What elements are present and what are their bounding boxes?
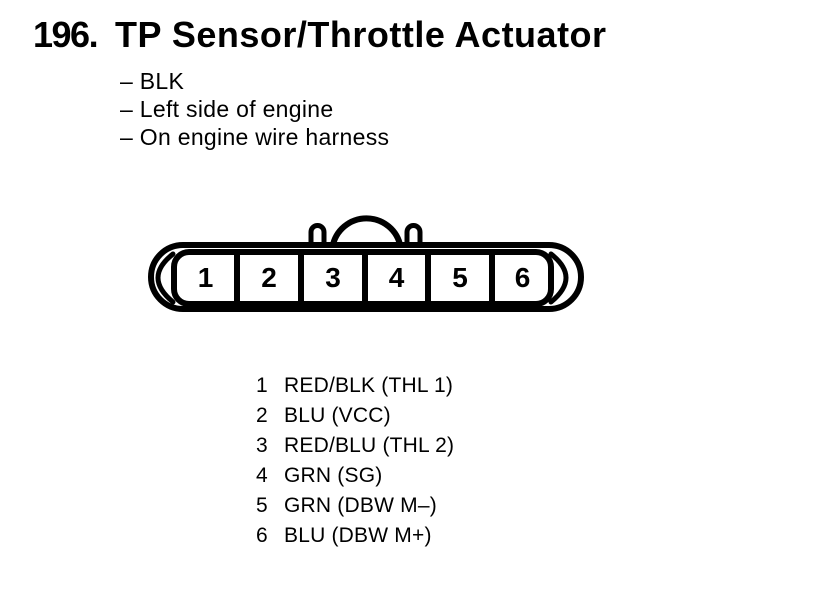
cavity-number-6: 6	[515, 262, 531, 293]
pin-label: BLU (VCC)	[284, 404, 391, 427]
pin-label: RED/BLU (THL 2)	[284, 434, 455, 457]
pin-row: 6 BLU (DBW M+)	[256, 521, 454, 551]
connector-diagram: 1 2 3 4 5 6	[140, 200, 600, 325]
pin-label: BLU (DBW M+)	[284, 524, 432, 547]
cavity-number-4: 4	[389, 262, 405, 293]
pin-number: 3	[256, 434, 268, 457]
figure-header: 196. TP Sensor/Throttle Actuator	[33, 13, 607, 56]
cavity-number-2: 2	[261, 262, 277, 293]
cavity-number-1: 1	[198, 262, 214, 293]
pin-number: 6	[256, 524, 268, 547]
pin-row: 5 GRN (DBW M–)	[256, 491, 454, 521]
pin-row: 1 RED/BLK (THL 1)	[256, 371, 454, 401]
figure-number: 196.	[33, 14, 99, 55]
location-notes: – BLK – Left side of engine – On engine …	[120, 67, 389, 151]
figure-title: TP Sensor/Throttle Actuator	[115, 14, 607, 55]
note-line: – BLK	[120, 68, 185, 94]
pin-row: 3 RED/BLU (THL 2)	[256, 431, 454, 461]
pin-row: 4 GRN (SG)	[256, 461, 454, 491]
cavity-number-3: 3	[325, 262, 341, 293]
connector-svg: 1 2 3 4 5 6	[148, 215, 584, 312]
connector-lock-arch-icon	[329, 215, 404, 248]
pin-number: 4	[256, 464, 268, 487]
connector-end-arc-right-icon	[548, 251, 569, 305]
pin-label: RED/BLK (THL 1)	[284, 374, 454, 397]
note-line: – Left side of engine	[120, 96, 334, 122]
cavity-number-5: 5	[452, 262, 468, 293]
pin-number: 5	[256, 494, 268, 517]
pin-list: 1 RED/BLK (THL 1) 2 BLU (VCC) 3 RED/BLU …	[256, 371, 454, 551]
pin-number: 2	[256, 404, 268, 427]
pin-number: 1	[256, 374, 268, 397]
pin-label: GRN (DBW M–)	[284, 494, 437, 517]
connector-end-arc-left-icon	[155, 251, 176, 305]
note-line: – On engine wire harness	[120, 124, 390, 150]
pin-label: GRN (SG)	[284, 464, 383, 487]
pin-row: 2 BLU (VCC)	[256, 401, 454, 431]
